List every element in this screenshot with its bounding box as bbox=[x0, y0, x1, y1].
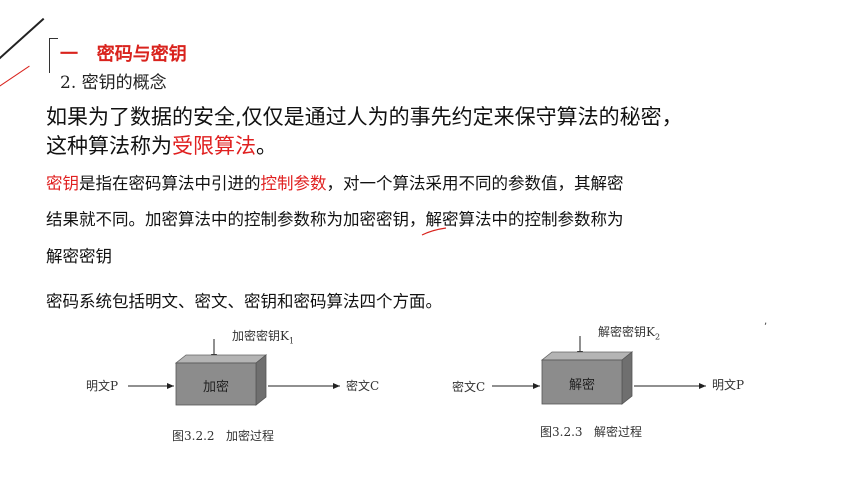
corner-decoration-line bbox=[0, 17, 45, 64]
paragraph-2-line-1: 密钥是指在密码算法中引进的控制参数，对一个算法采用不同的参数值，其解密 bbox=[46, 169, 624, 199]
paragraph-3: 密码系统包括明文、密文、密钥和密码算法四个方面。 bbox=[46, 292, 442, 311]
paragraph-2-line-3: 解密密钥 bbox=[46, 247, 112, 266]
decryption-diagram: 解密密钥K2 解密 密文C 明文P 图3.2.3 解密过程 bbox=[450, 320, 780, 445]
corner-decoration-red-line bbox=[0, 65, 30, 89]
encrypt-key-label: 加密密钥K1 bbox=[232, 329, 295, 346]
paragraph-2-line-2: 结果就不同。加密算法中的控制参数称为加密密钥，解密算法中的控制参数称为 bbox=[46, 210, 624, 229]
paragraph-1-line-2: 这种算法称为受限算法。 bbox=[46, 132, 277, 160]
decrypt-output-label: 明文P bbox=[712, 378, 745, 392]
encrypt-output-label: 密文C bbox=[346, 379, 380, 393]
title-bracket bbox=[49, 38, 58, 73]
encrypt-caption: 图3.2.2 加密过程 bbox=[172, 429, 274, 443]
decrypt-input-label: 密文C bbox=[452, 380, 486, 394]
decrypt-box-label: 解密 bbox=[568, 378, 595, 393]
pen-annotation-mark bbox=[421, 227, 447, 236]
encryption-diagram: 加密密钥K1 加密 明文P 密文C 图3.2.2 加密过程 bbox=[80, 325, 410, 445]
paragraph-1-text: 这种算法称为 bbox=[46, 134, 172, 158]
encrypt-input-label: 明文P bbox=[86, 379, 119, 393]
decrypt-key-label: 解密密钥K2 bbox=[598, 325, 661, 342]
sub-title: 2. 密钥的概念 bbox=[60, 73, 167, 93]
section-title: 一 密码与密钥 bbox=[60, 44, 187, 65]
encryption-diagram-graphic bbox=[128, 339, 340, 406]
key-term: 密钥 bbox=[46, 174, 79, 193]
paragraph-1-line-1: 如果为了数据的安全,仅仅是通过人为的事先约定来保守算法的秘密， bbox=[46, 105, 683, 129]
paragraph-1-period: 。 bbox=[256, 134, 277, 158]
restricted-algorithm-term: 受限算法 bbox=[172, 134, 256, 158]
decryption-diagram-graphic bbox=[492, 336, 706, 405]
paragraph-2-text-1: 是指在密码算法中引进的 bbox=[79, 174, 261, 193]
encrypt-box-label: 加密 bbox=[202, 380, 229, 395]
paragraph-2-text-2: ，对一个算法采用不同的参数值，其解密 bbox=[326, 174, 624, 193]
control-parameter-term: 控制参数 bbox=[260, 174, 327, 193]
stray-mark: , bbox=[764, 316, 768, 327]
decrypt-caption: 图3.2.3 解密过程 bbox=[540, 425, 642, 439]
